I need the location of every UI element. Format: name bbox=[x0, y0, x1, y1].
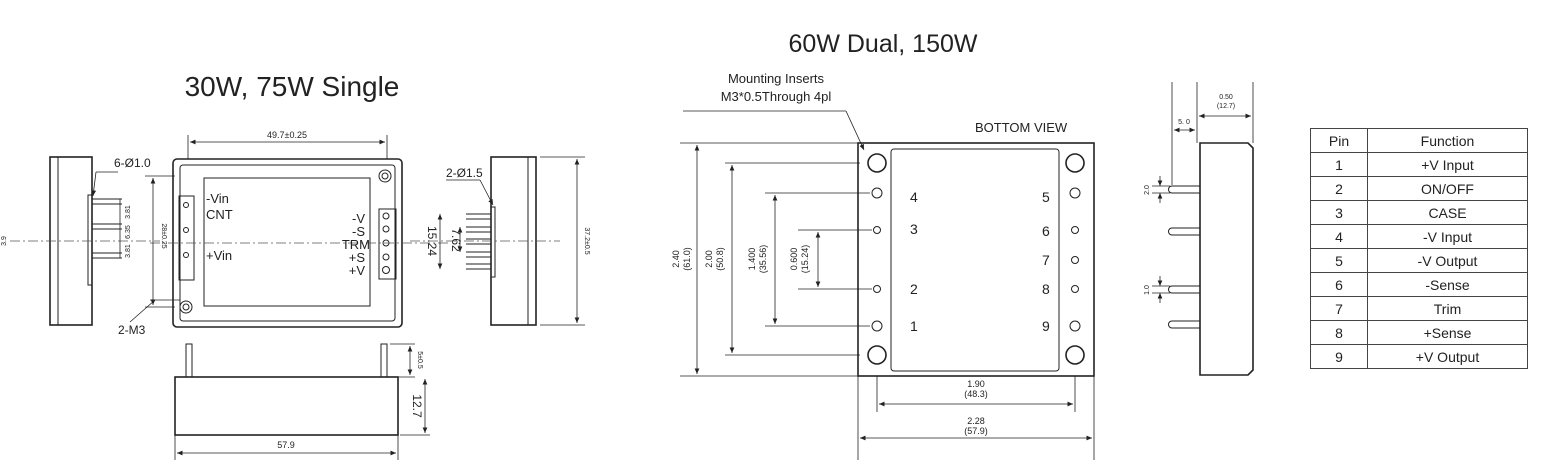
dim-0-600-mm: (15.24) bbox=[800, 245, 810, 274]
table-header-row: Pin Function bbox=[1310, 128, 1528, 153]
left-marker: 3.9 bbox=[1, 236, 8, 246]
table-row: 6-Sense bbox=[1310, 272, 1528, 297]
top-height-dim: 28±0.25 bbox=[160, 223, 167, 248]
side-height-mm: (12.7) bbox=[1217, 103, 1235, 110]
left-end-view: 15.24 7.62 2-Ø1.5 37.2±0.5 bbox=[410, 156, 590, 326]
lbl-cnt: CNT bbox=[206, 207, 233, 222]
table-row: 9+V Output bbox=[1310, 344, 1528, 369]
pin-num-3: 3 bbox=[910, 221, 918, 237]
dim-15-24: 15.24 bbox=[425, 226, 439, 256]
side-height: 0.50 bbox=[1219, 94, 1233, 101]
function-cell: +V Output bbox=[1367, 344, 1528, 369]
function-cell: -V Input bbox=[1367, 224, 1528, 249]
function-cell: -V Output bbox=[1367, 248, 1528, 273]
lbl-vin-neg: -Vin bbox=[206, 191, 229, 206]
dim-2-40: 2.40 bbox=[671, 250, 681, 268]
left-title: 30W, 75W Single bbox=[185, 71, 400, 102]
pitch-2: 6.35 bbox=[125, 225, 132, 239]
pin-cell: 3 bbox=[1310, 200, 1368, 225]
end-height-dim: 37.2±0.5 bbox=[583, 227, 590, 254]
side-width-dim: 57.9 bbox=[277, 440, 295, 450]
pin-num-1: 1 bbox=[910, 318, 918, 334]
dim-1-90-mm: (48.3) bbox=[964, 389, 988, 399]
callout-line1: Mounting Inserts bbox=[728, 71, 825, 86]
pin-cell: 8 bbox=[1310, 320, 1368, 345]
dim-2-00: 2.00 bbox=[704, 250, 714, 268]
pin-cell: 5 bbox=[1310, 248, 1368, 273]
pin-cell: 1 bbox=[1310, 152, 1368, 177]
dim-2-00-mm: (50.8) bbox=[715, 247, 725, 271]
table-row: 8+Sense bbox=[1310, 320, 1528, 345]
dim-1-400-mm: (35.56) bbox=[758, 245, 768, 274]
pin-length-dim: 5±0.5 bbox=[416, 351, 423, 369]
pin-num-9: 9 bbox=[1042, 318, 1050, 334]
dim-7-62: 7.62 bbox=[449, 228, 463, 252]
function-cell: +V Input bbox=[1367, 152, 1528, 177]
pitch-1: 3.81 bbox=[125, 205, 132, 219]
table-row: 5-V Output bbox=[1310, 248, 1528, 273]
table-row: 4-V Input bbox=[1310, 224, 1528, 249]
function-cell: -Sense bbox=[1367, 272, 1528, 297]
function-cell: +Sense bbox=[1367, 320, 1528, 345]
pitch-3: 3.81 bbox=[125, 244, 132, 258]
left-top-view: 49.7±0.25 28±0.25 2-M3 -Vin CNT +Vin -V … bbox=[118, 130, 450, 337]
left-bottom-view: 5±0.5 12.7 57.9 bbox=[174, 343, 430, 460]
dim-1-90: 1.90 bbox=[967, 379, 985, 389]
pin-cell: 6 bbox=[1310, 272, 1368, 297]
lbl-trm: TRM bbox=[342, 237, 370, 252]
bottom-view: 4 3 2 1 5 6 7 8 9 2.40 (61.0) 2.00 (50.8… bbox=[671, 142, 1095, 460]
lbl-v-pos: +V bbox=[349, 263, 366, 278]
right-side-view: 5. 0 0.50 (12.7) 2.0 1.0 bbox=[1144, 82, 1254, 376]
pin-num-7: 7 bbox=[1042, 252, 1050, 268]
table-row: 1+V Input bbox=[1310, 152, 1528, 177]
callout-line2: M3*0.5Through 4pl bbox=[721, 89, 832, 104]
pin-num-2: 2 bbox=[910, 281, 918, 297]
lbl-s-pos: +S bbox=[349, 250, 366, 265]
side-small-1: 2.0 bbox=[1144, 185, 1151, 195]
pin-num-4: 4 bbox=[910, 189, 918, 205]
dim-0-600: 0.600 bbox=[789, 248, 799, 271]
top-width-dim: 49.7±0.25 bbox=[267, 130, 307, 140]
function-cell: ON/OFF bbox=[1367, 176, 1528, 201]
side-pin-offset: 5. 0 bbox=[1178, 119, 1190, 126]
lbl-s-neg: -S bbox=[352, 224, 365, 239]
pin-cell: 4 bbox=[1310, 224, 1368, 249]
mount-callout: 2-M3 bbox=[118, 323, 146, 337]
dim-2-28: 2.28 bbox=[967, 416, 985, 426]
header-pin: Pin bbox=[1310, 128, 1368, 153]
function-cell: CASE bbox=[1367, 200, 1528, 225]
hole-callout: 6-Ø1.0 bbox=[114, 156, 151, 170]
lbl-vin-pos: +Vin bbox=[206, 248, 232, 263]
side-small-2: 1.0 bbox=[1144, 285, 1151, 295]
pin-num-6: 6 bbox=[1042, 223, 1050, 239]
bottom-view-label: BOTTOM VIEW bbox=[975, 120, 1068, 135]
dim-2-40-mm: (61.0) bbox=[682, 247, 692, 271]
pin-cell: 2 bbox=[1310, 176, 1368, 201]
dim-2-28-mm: (57.9) bbox=[964, 426, 988, 436]
pin-callout: 2-Ø1.5 bbox=[446, 166, 483, 180]
pin-num-5: 5 bbox=[1042, 189, 1050, 205]
header-function: Function bbox=[1367, 128, 1528, 153]
side-height-dim: 12.7 bbox=[410, 394, 424, 418]
function-cell: Trim bbox=[1367, 296, 1528, 321]
dim-1-400: 1.400 bbox=[747, 248, 757, 271]
right-title: 60W Dual, 150W bbox=[789, 30, 978, 58]
lbl-v-neg: -V bbox=[352, 211, 365, 226]
pin-num-8: 8 bbox=[1042, 281, 1050, 297]
pin-cell: 7 bbox=[1310, 296, 1368, 321]
left-side-profile: 3.81 6.35 3.81 3.9 6-Ø1.0 bbox=[1, 156, 160, 326]
pin-cell: 9 bbox=[1310, 344, 1368, 369]
